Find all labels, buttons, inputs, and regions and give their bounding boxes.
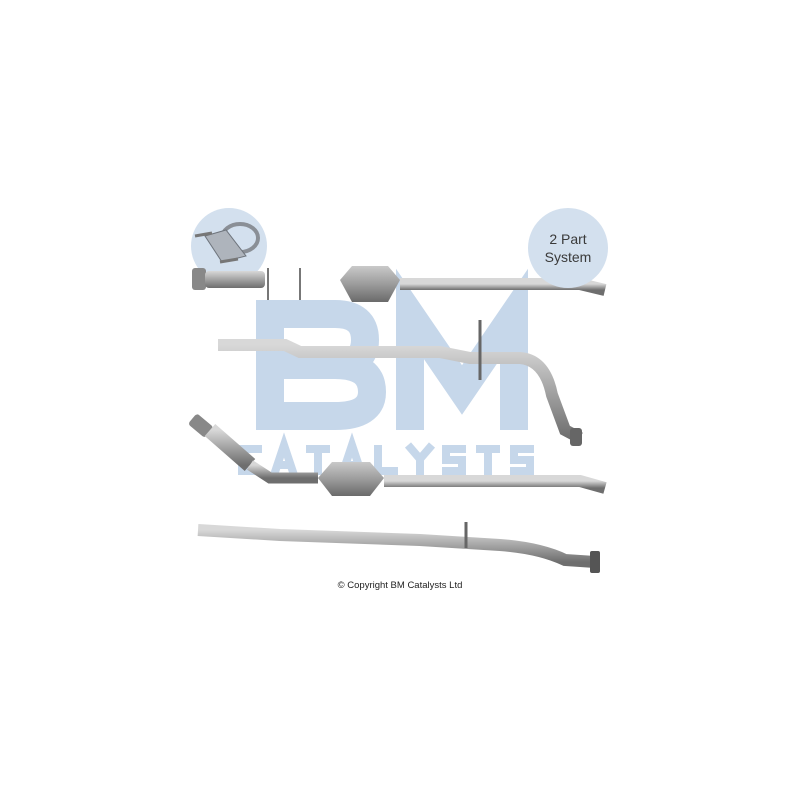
two-part-system-badge: 2 Part System bbox=[528, 208, 608, 288]
copyright-text: © Copyright BM Catalysts Ltd bbox=[337, 580, 463, 591]
badge-line-2: System bbox=[544, 249, 592, 265]
rear-pipe-1 bbox=[218, 320, 583, 446]
badge-line-1: 2 Part bbox=[549, 231, 587, 247]
exhaust-clamp-icon bbox=[191, 208, 267, 284]
bm-logo-watermark bbox=[242, 268, 534, 475]
front-pipe-with-catalyst-2 bbox=[189, 414, 607, 496]
rear-pipe-2 bbox=[197, 522, 600, 573]
